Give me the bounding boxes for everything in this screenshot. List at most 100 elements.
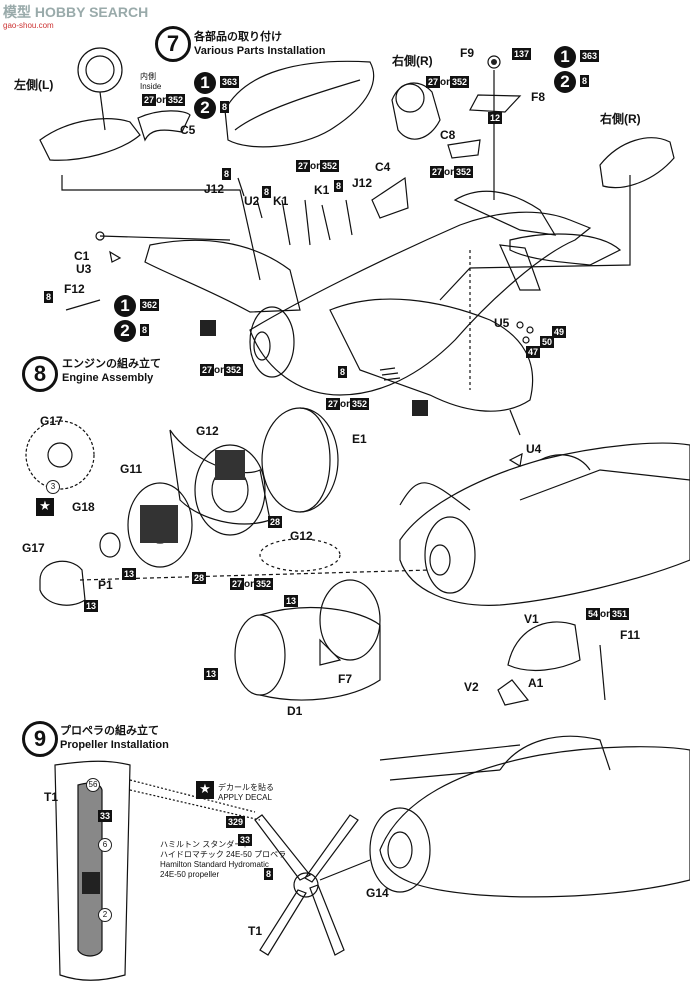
paint-8-i: 8 <box>264 868 274 880</box>
step9-title-jp: プロペラの組み立て <box>60 725 159 737</box>
label-G14: G14 <box>366 886 389 900</box>
label-P1: P1 <box>98 578 113 592</box>
step8-number: 8 <box>22 356 58 392</box>
paint-8-c: 8 <box>222 168 232 180</box>
label-T1-b: T1 <box>248 924 263 938</box>
label-G18: G18 <box>72 500 95 514</box>
label-D1: D1 <box>287 704 303 718</box>
label-G17-a: G17 <box>40 414 63 428</box>
label-J12-a: J12 <box>204 182 225 196</box>
paint-12-a: 12 <box>488 112 503 124</box>
step7-number: 7 <box>155 26 191 62</box>
paint-13-a: 13 <box>122 568 137 580</box>
watermark-url: gao-shou.com <box>3 21 54 30</box>
label-U5: U5 <box>494 316 510 330</box>
paint-8-a: 8 <box>220 101 230 113</box>
label-left-side: 左側(L) <box>14 78 54 92</box>
paint-8-h: 8 <box>338 366 348 378</box>
paint-363-b: 363 <box>580 50 600 62</box>
label-F12: F12 <box>64 282 85 296</box>
label-F11: F11 <box>620 628 641 642</box>
paint-circle-1-c: 1 <box>114 295 136 317</box>
paint-circle-2-a: 2 <box>194 97 216 119</box>
paint-circle-1-a: 1 <box>194 72 216 94</box>
label-C1: C1 <box>74 249 90 263</box>
paint-13-b: 13 <box>84 600 99 612</box>
paint-8-d: 8 <box>262 186 272 198</box>
label-C8: C8 <box>440 128 456 142</box>
paint-33-a: 33 <box>98 810 113 822</box>
propeller-note-en2: 24E-50 propeller <box>160 870 220 879</box>
paint-362: 362 <box>140 299 160 311</box>
paint-363-a: 363 <box>220 76 240 88</box>
label-E1: E1 <box>352 432 367 446</box>
paint-28-b: 28 <box>192 572 207 584</box>
label-C5: C5 <box>180 123 196 137</box>
label-right-side: 右側(R) <box>600 112 641 126</box>
paint-8-e: 8 <box>334 180 344 192</box>
label-T1-a: T1 <box>44 790 59 804</box>
decal-note: デカールを貼る APPLY DECAL <box>218 783 274 803</box>
step7-title: 各部品の取り付け Various Parts Installation <box>194 30 325 58</box>
label-F9: F9 <box>460 46 475 60</box>
label-U3: U3 <box>76 262 92 276</box>
propeller-note-jp2: ハイドロマチック 24E-50 プロペラ <box>160 850 287 859</box>
inside-note: 内側 Inside <box>140 72 161 92</box>
paint-50: 50 <box>540 336 555 348</box>
paint-13-d: 13 <box>204 668 219 680</box>
paint-circle-2-b: 2 <box>554 71 576 93</box>
label-G11: G11 <box>120 462 143 476</box>
decal-icon: ★ <box>196 781 214 799</box>
decal-note-en: APPLY DECAL <box>218 793 272 802</box>
inside-jp: 内側 <box>140 72 156 81</box>
paint-56: 56 <box>86 778 100 792</box>
paint-6: 6 <box>98 838 112 852</box>
step9-title-en: Propeller Installation <box>60 739 169 751</box>
paint-3: 3 <box>46 480 60 494</box>
step7-title-en: Various Parts Installation <box>194 45 326 57</box>
paint-137: 137 <box>512 48 532 60</box>
paint-2: 2 <box>98 908 112 922</box>
label-G12-a: G12 <box>196 424 219 438</box>
step8-title: エンジンの組み立て Engine Assembly <box>62 357 161 385</box>
paint-28-a: 28 <box>268 516 283 528</box>
label-G17-b: G17 <box>22 541 45 555</box>
paint-13-c: 13 <box>284 595 299 607</box>
propeller-note-en1: Hamilton Standard Hydromatic <box>160 860 269 869</box>
label-U4: U4 <box>526 442 542 456</box>
label-right-side-top: 右側(R) <box>392 54 433 68</box>
label-K1-b: K1 <box>314 183 330 197</box>
paint-8-g: 8 <box>140 324 150 336</box>
paint-33-b: 33 <box>238 834 253 846</box>
paint-circle-2-c: 2 <box>114 320 136 342</box>
paint-329: 329 <box>226 816 246 828</box>
propeller-note-jp1: ハミルトン スタンダード <box>160 840 251 849</box>
label-V1: V1 <box>524 612 539 626</box>
watermark: 模型 HOBBY SEARCH <box>3 4 149 20</box>
step9-number: 9 <box>22 721 58 757</box>
propeller-note: ハミルトン スタンダード ハイドロマチック 24E-50 プロペラ Hamilt… <box>160 840 286 880</box>
label-C4: C4 <box>375 160 391 174</box>
label-A1: A1 <box>528 676 544 690</box>
label-F8: F8 <box>531 90 546 104</box>
paint-circle-1-b: 1 <box>554 46 576 68</box>
decal-note-jp: デカールを貼る <box>218 783 274 792</box>
inside-en: Inside <box>140 82 162 91</box>
paint-47: 47 <box>526 346 541 358</box>
decal-icon-engine: ★ <box>36 498 54 516</box>
step9-title: プロペラの組み立て Propeller Installation <box>60 724 169 752</box>
paint-8-f: 8 <box>44 291 54 303</box>
label-V2: V2 <box>464 680 479 694</box>
label-J12-b: J12 <box>352 176 373 190</box>
label-K1-a: K1 <box>273 194 289 208</box>
label-G12-b: G12 <box>290 529 313 543</box>
step8-title-en: Engine Assembly <box>62 372 154 384</box>
paint-8-b: 8 <box>580 75 590 87</box>
